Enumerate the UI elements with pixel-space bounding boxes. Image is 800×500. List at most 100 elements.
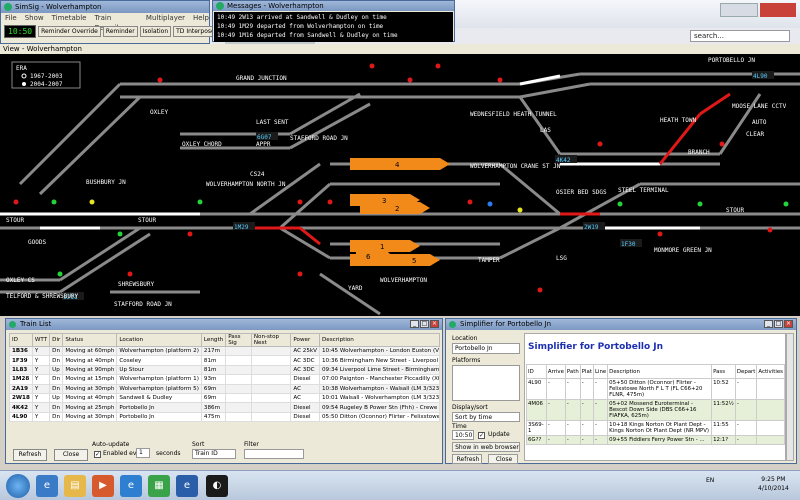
column-header[interactable]: Description: [318, 333, 441, 347]
label-moose-lane: MOOSE LANE CCTV: [732, 103, 787, 110]
file-explorer-icon[interactable]: ▤: [64, 475, 86, 497]
refresh-button[interactable]: Refresh: [13, 449, 47, 461]
sim-clock[interactable]: 10:50: [4, 25, 37, 38]
language-indicator[interactable]: EN: [706, 477, 715, 484]
maximize-icon[interactable]: □: [774, 320, 783, 328]
track-diagram[interactable]: ERA 1967-2003 2004-2007: [0, 54, 800, 316]
minimize-icon[interactable]: _: [764, 320, 773, 328]
table-cell: Portobello Jn: [116, 402, 202, 413]
filter-input[interactable]: [244, 449, 304, 459]
berth-6g07: 6G07: [257, 134, 272, 141]
reminder-button[interactable]: Reminder: [102, 26, 138, 37]
column-header[interactable]: WTT: [31, 333, 51, 347]
menu-show[interactable]: Show: [24, 14, 44, 22]
column-header[interactable]: Power: [290, 333, 320, 347]
display-select[interactable]: Sort by time: [452, 412, 520, 422]
ie-pinned-icon[interactable]: e: [120, 475, 142, 497]
signals[interactable]: [13, 63, 789, 293]
ie-running-icon[interactable]: e: [176, 475, 198, 497]
platform-number: 6: [366, 253, 371, 261]
table-cell: 11:52½: [711, 399, 736, 421]
menu-file[interactable]: File: [5, 14, 17, 22]
table-cell: Up: [49, 392, 64, 404]
interval-input[interactable]: 1: [136, 448, 150, 458]
messages-log[interactable]: 10:49 2W13 arrived at Sandwell & Dudley …: [214, 12, 453, 42]
table-cell: -: [579, 378, 594, 400]
reminder-override-button[interactable]: Reminder Override: [38, 26, 101, 37]
enabled-checkbox[interactable]: ✓: [94, 451, 101, 458]
simplifier-close-button[interactable]: Close: [488, 454, 518, 464]
simplifier-app-icon: [449, 321, 456, 328]
message-line: 10:49 1M16 departed from Sandwell & Dudl…: [217, 32, 398, 39]
menu-help[interactable]: Help: [193, 14, 209, 22]
column-header: Arrive: [545, 364, 566, 379]
table-cell: 10:45 Wolverhampton - London Euston (VT …: [318, 345, 441, 357]
column-header[interactable]: Dir: [49, 333, 64, 347]
start-button[interactable]: [6, 474, 30, 498]
close-button[interactable]: [760, 3, 796, 17]
table-cell: -: [579, 435, 594, 445]
menu-multiplayer[interactable]: Multiplayer: [145, 14, 186, 22]
column-header[interactable]: Non-stop Next: [250, 333, 292, 347]
table-cell: Up: [49, 364, 64, 376]
table-cell: [225, 392, 252, 404]
table-cell: -: [564, 420, 581, 436]
column-header[interactable]: Status: [62, 333, 118, 347]
table-cell: -: [734, 435, 758, 445]
minimize-icon[interactable]: _: [410, 320, 419, 328]
isolation-button[interactable]: Isolation: [139, 26, 172, 37]
chart-app-icon[interactable]: ▦: [148, 475, 170, 497]
track-diagram-svg[interactable]: ERA 1967-2003 2004-2007: [0, 54, 800, 316]
vertical-scrollbar[interactable]: [786, 333, 794, 461]
minimize-button[interactable]: [720, 3, 758, 17]
era-legend: ERA 1967-2003 2004-2007: [11, 61, 81, 89]
show-web-button[interactable]: Show in web browser: [452, 442, 520, 452]
messages-app-icon: [216, 2, 224, 10]
media-player-icon[interactable]: ▶: [92, 475, 114, 497]
table-row: 4L90----05+50 Ditton (Oconnor) Flirter -…: [526, 378, 785, 400]
menu-train-describer[interactable]: Train Describer: [94, 14, 128, 32]
label-monmore: MONMORE GREEN JN: [654, 247, 712, 254]
close-icon[interactable]: ×: [784, 320, 793, 328]
maximize-icon[interactable]: □: [420, 320, 429, 328]
time-input[interactable]: 10:50: [452, 430, 474, 440]
menu-timetable[interactable]: Timetable: [51, 14, 87, 22]
train-list-app-icon: [9, 321, 16, 328]
internet-explorer-icon[interactable]: e: [36, 475, 58, 497]
label-stour-east: STOUR: [726, 207, 744, 214]
table-cell: Dn: [49, 411, 64, 423]
close-button[interactable]: Close: [54, 449, 88, 461]
table-row: 4M06----05+02 Mossend Euroterminal - Bes…: [526, 399, 785, 421]
berth-4l90: 4L90: [753, 73, 768, 80]
column-header[interactable]: Length: [200, 333, 227, 347]
column-header[interactable]: Pass Sig: [225, 333, 252, 347]
search-input[interactable]: search...: [690, 30, 790, 42]
table-cell: Y: [31, 364, 51, 376]
platform-1: [350, 240, 420, 252]
column-header: Plat: [579, 364, 594, 379]
location-select[interactable]: Portobello Jn: [452, 343, 520, 354]
column-header[interactable]: Location: [116, 333, 202, 347]
set-routes: [0, 74, 700, 230]
update-checkbox[interactable]: ✓: [478, 432, 485, 439]
column-header[interactable]: ID: [9, 333, 33, 347]
simplifier-refresh-button[interactable]: Refresh: [452, 454, 482, 464]
berths[interactable]: 4L90 1M29 2W19 4K42 1F30 1J11 6G07: [62, 71, 774, 301]
table-cell: 4L90: [526, 378, 547, 400]
sort-select[interactable]: Train ID: [192, 449, 236, 459]
close-icon[interactable]: ×: [430, 320, 439, 328]
system-clock[interactable]: 9:25 PM 4/10/2014: [758, 475, 789, 493]
table-cell: AC 25kV: [290, 345, 320, 357]
platforms-list[interactable]: [452, 365, 520, 401]
simsig-taskbar-icon[interactable]: ◐: [206, 475, 228, 497]
